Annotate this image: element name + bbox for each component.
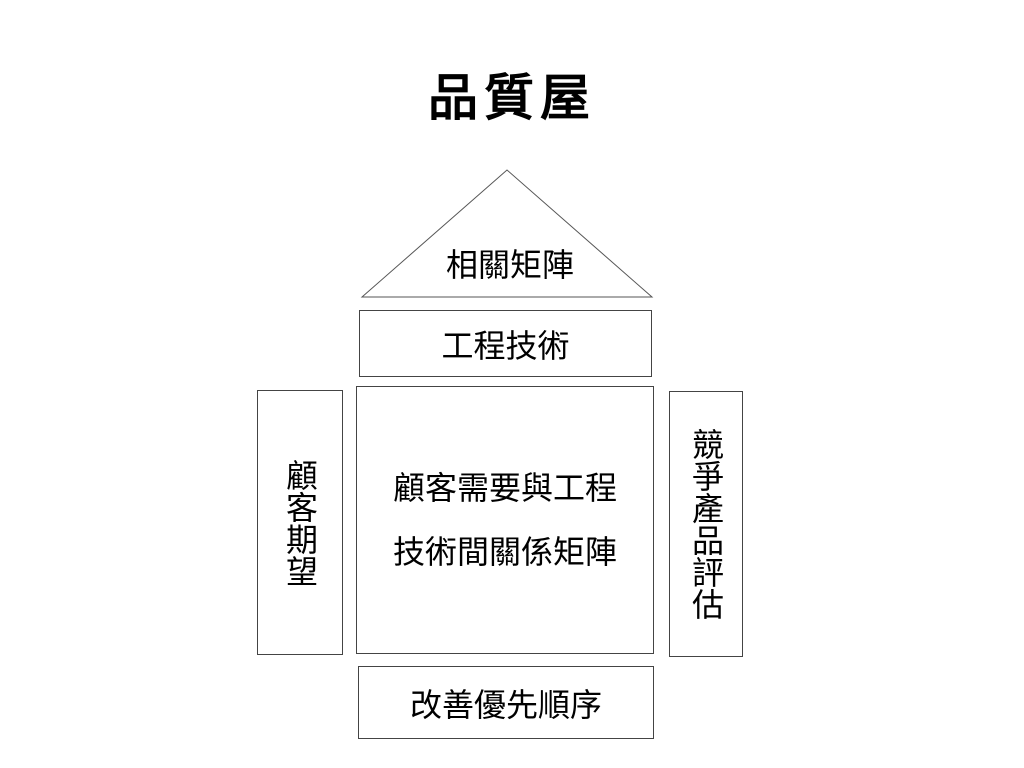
engineering-label: 工程技術 [441, 326, 570, 365]
diagram-title: 品質屋 [428, 68, 596, 127]
roof-triangle [360, 169, 654, 298]
engineering-box: 工程技術 [359, 310, 652, 377]
customer-expectation-label: 顧客期望 [281, 458, 319, 587]
relationship-matrix-line-1: 顧客需要與工程 [392, 469, 617, 507]
improvement-priority-box: 改善優先順序 [358, 666, 654, 739]
competitive-evaluation-label: 競爭產品評估 [687, 428, 725, 620]
improvement-priority-label: 改善優先順序 [409, 685, 602, 724]
relationship-matrix-line-2: 技術間關係矩陣 [392, 533, 617, 571]
competitive-evaluation-box: 競爭產品評估 [669, 391, 743, 657]
roof-label: 相關矩陣 [445, 246, 574, 284]
customer-expectation-box: 顧客期望 [257, 390, 343, 655]
relationship-matrix-box: 顧客需要與工程 技術間關係矩陣 [356, 386, 654, 654]
